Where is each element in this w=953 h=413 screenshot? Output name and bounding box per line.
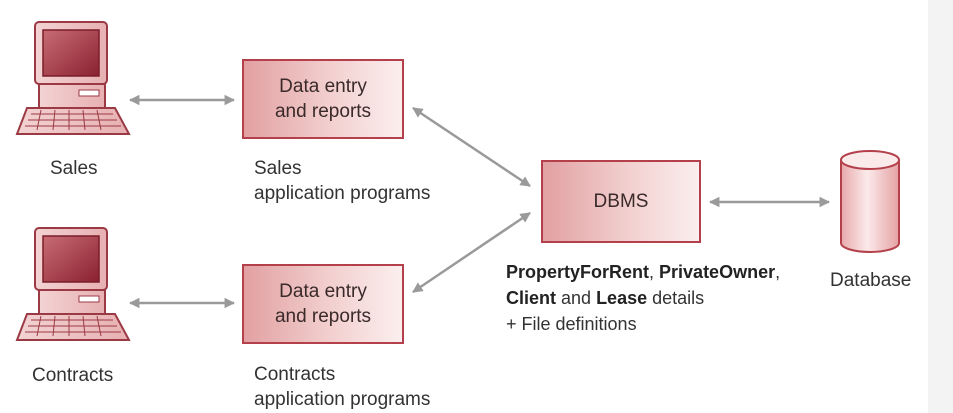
database-label: Database (830, 270, 912, 291)
dbms-details-line2: Client and Lease details (506, 285, 780, 311)
sales-app-to-dbms-arrow (412, 106, 531, 188)
table-name-client: Client (506, 288, 557, 308)
dbms-label: DBMS (593, 191, 649, 212)
page-margin (928, 0, 953, 413)
contracts-app-box-line1: Data entry (279, 281, 367, 302)
contracts-app-box-line2: and reports (274, 306, 372, 327)
details-sep-2: , (775, 262, 781, 282)
details-suffix: details (647, 288, 705, 308)
contracts-app-caption-line1: Contracts (254, 364, 336, 385)
sales-app-caption-line2: application programs (254, 183, 431, 204)
contracts-app-to-dbms-arrow (412, 211, 531, 294)
details-sep-3: and (556, 288, 597, 308)
sales-terminal-label: Sales (50, 158, 98, 179)
contracts-app-box: Data entry and reports (242, 264, 404, 344)
diagram-graphics (15, 21, 900, 341)
sales-app-box-line1: Data entry (279, 76, 367, 97)
sales-terminal-icon (15, 21, 131, 135)
details-sep-1: , (649, 262, 660, 282)
table-name-private-owner: PrivateOwner (659, 262, 776, 282)
sales-app-box: Data entry and reports (242, 59, 404, 139)
dbms-box: DBMS (541, 160, 701, 243)
sales-app-caption: Sales application programs (254, 156, 430, 206)
database-cylinder-icon (840, 150, 900, 253)
dbms-details-line3: + File definitions (506, 314, 637, 334)
contracts-terminal-label: Contracts (32, 365, 114, 386)
sales-app-box-line2: and reports (274, 101, 372, 122)
contracts-app-caption-line2: application programs (254, 389, 431, 410)
dbms-details: PropertyForRent, PrivateOwner, Client an… (506, 259, 780, 337)
dbms-details-line1: PropertyForRent, PrivateOwner, (506, 259, 780, 285)
table-name-lease: Lease (596, 288, 648, 308)
sales-app-caption-line1: Sales (254, 158, 302, 179)
contracts-terminal-icon (15, 227, 131, 341)
table-name-property-for-rent: PropertyForRent (506, 262, 650, 282)
contracts-app-caption: Contracts application programs (254, 362, 430, 412)
